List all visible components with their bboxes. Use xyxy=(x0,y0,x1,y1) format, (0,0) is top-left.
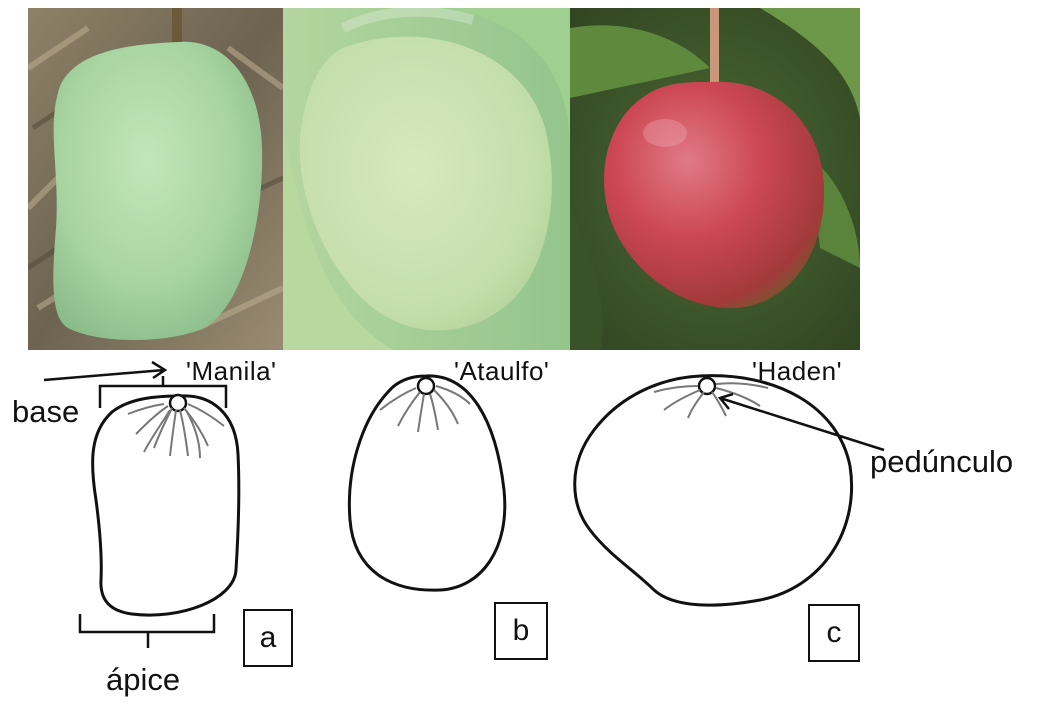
panel-label-b: b xyxy=(494,602,548,660)
apice-label: ápice xyxy=(106,664,180,695)
haden-outline xyxy=(575,376,852,605)
manila-label: 'Manila' xyxy=(186,358,277,384)
ataulfo-label: 'Ataulfo' xyxy=(454,358,549,384)
manila-fibers xyxy=(128,404,224,458)
base-label: base xyxy=(12,396,79,427)
ataulfo-peduncle xyxy=(418,378,434,394)
manila-outline xyxy=(93,396,239,615)
manila-apice-bracket xyxy=(80,614,214,648)
haden-label: 'Haden' xyxy=(752,358,842,384)
base-arrow xyxy=(44,362,165,380)
panel-label-a: a xyxy=(243,609,293,667)
peduncle-arrow xyxy=(720,394,884,450)
panel-label-c: c xyxy=(808,604,860,662)
peduncle-label: pedúnculo xyxy=(870,446,1013,477)
ataulfo-outline xyxy=(349,376,504,590)
